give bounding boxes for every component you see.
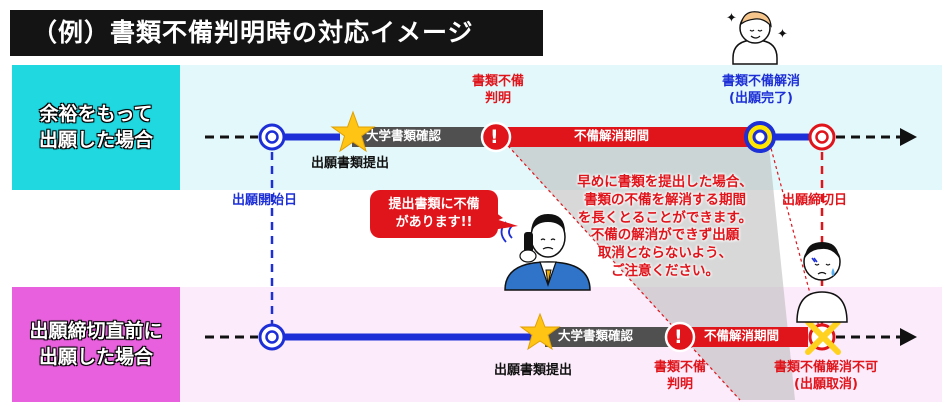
early-row-label: 余裕をもって 出願した場合 <box>12 65 180 190</box>
late-row-label: 出願締切直前に 出願した場合 <box>12 287 180 402</box>
bottom-unresolved-line1: 書類不備解消不可 <box>773 360 878 375</box>
bottom-period-label: 不備解消期間 <box>704 328 780 343</box>
bottom-arrow-head <box>900 328 917 346</box>
guide-line-left <box>499 136 741 401</box>
top-defect-line1: 書類不備 <box>471 74 524 89</box>
cancel-x-icon <box>805 319 841 355</box>
top-submit-star-icon <box>330 110 376 153</box>
top-resolved-line1: 書類不備解消 <box>721 74 800 89</box>
top-university-check-bar <box>352 127 502 147</box>
bottom-university-check-label: 大学書類確認 <box>558 328 634 343</box>
bottom-alert-mark: ! <box>674 326 683 348</box>
bottom-submit-star-icon <box>519 312 561 351</box>
bottom-unresolved-label: 書類不備解消不可 (出願取消) <box>756 360 896 394</box>
bottom-alert-icon <box>664 321 696 353</box>
bubble-line2: があります!! <box>395 215 473 230</box>
top-alert-icon <box>480 121 512 153</box>
bottom-unresolved-line2: (出願取消) <box>794 376 858 392</box>
note-line: を長くとることができます。 <box>577 209 753 226</box>
top-university-check-label: 大学書類確認 <box>366 128 442 143</box>
bubble-line1: 提出書類に不備 <box>388 196 480 212</box>
bottom-defect-line2: 判明 <box>666 376 693 392</box>
man-on-phone-illustration <box>487 206 591 291</box>
bottom-defect-line1: 書類不備 <box>653 360 706 375</box>
bottom-submit-label: 出願書類提出 <box>494 363 573 378</box>
top-resolved-label: 書類不備解消 (出願完了) <box>700 74 822 108</box>
top-defect-line2: 判明 <box>484 90 511 106</box>
note-line: ご注意ください。 <box>611 263 719 280</box>
early-row-label-text: 余裕をもって 出願した場合 <box>38 102 153 151</box>
worried-person-illustration <box>796 242 848 323</box>
top-period-bar <box>500 127 758 147</box>
note-line: 取消とならないよう、 <box>597 245 733 262</box>
deadline-label: 出願締切日 <box>782 193 848 208</box>
top-resolved-line2: (出願完了) <box>729 90 793 106</box>
bottom-defect-label: 書類不備 判明 <box>638 360 722 394</box>
note-line: 不備の解消ができず出願 <box>590 227 740 244</box>
bottom-period-bar <box>680 327 808 347</box>
advice-note: 早めに書類を提出した場合、 書類の不備を解消する期間 を長くとることができます。… <box>545 174 785 281</box>
sparkle-icon: ✦ <box>726 11 737 26</box>
happy-person-illustration: ✦ ✦ <box>726 11 788 65</box>
top-submit-label: 出願書類提出 <box>311 156 390 171</box>
top-alert-mark: ! <box>490 126 499 148</box>
late-row-label-text: 出願締切直前に 出願した場合 <box>29 319 163 368</box>
note-line: 書類の不備を解消する期間 <box>584 191 746 208</box>
bottom-university-check-bar <box>545 327 682 347</box>
top-arrow-head <box>900 128 917 146</box>
note-line: 早めに書類を提出した場合、 <box>577 174 753 190</box>
defect-speech-bubble: 提出書類に不備 があります!! <box>370 190 498 238</box>
page-title: （例）書類不備判明時の対応イメージ <box>10 10 543 56</box>
guide-line-right <box>767 136 823 339</box>
top-defect-label: 書類不備 判明 <box>456 74 540 108</box>
top-period-label: 不備解消期間 <box>574 128 650 143</box>
bubble-tail <box>492 218 518 230</box>
start-date-label: 出願開始日 <box>232 193 298 208</box>
svg-text:✦: ✦ <box>777 27 788 42</box>
